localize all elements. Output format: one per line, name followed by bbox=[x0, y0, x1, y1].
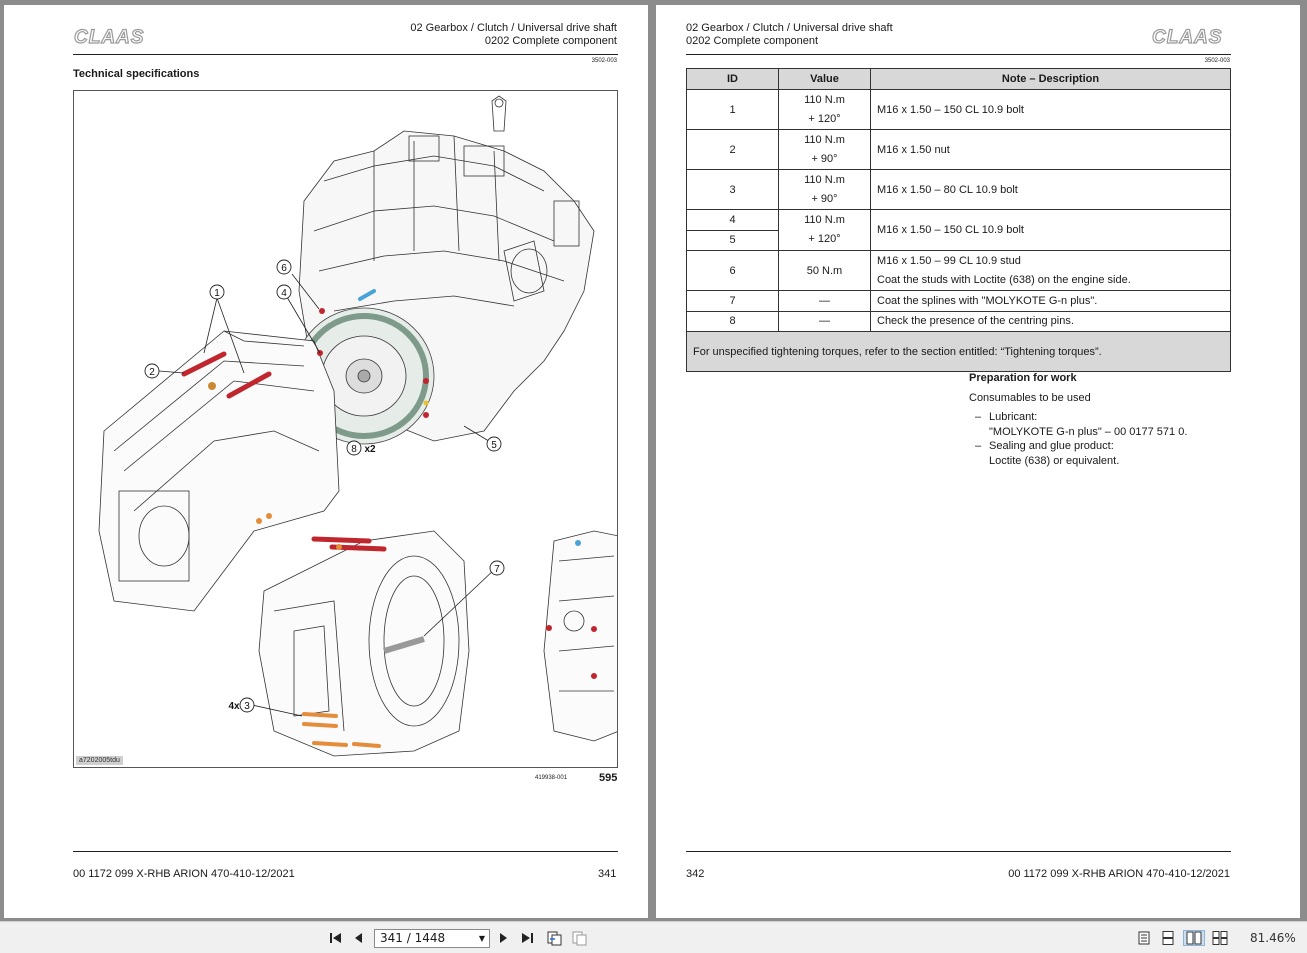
header-rule bbox=[686, 54, 1231, 55]
table-row: 4 110 N.m+ 120° M16 x 1.50 – 150 CL 10.9… bbox=[686, 209, 1231, 251]
continuous-facing-icon[interactable] bbox=[1211, 930, 1229, 946]
callout-4: 4 bbox=[276, 284, 292, 300]
footer-doc: 00 1172 099 X-RHB ARION 470-410-12/2021 bbox=[73, 868, 295, 880]
col-header-note: Note – Description bbox=[870, 68, 1231, 90]
last-page-icon[interactable] bbox=[518, 930, 536, 946]
chevron-down-icon[interactable]: ▼ bbox=[478, 934, 485, 943]
page-header: 02 Gearbox / Clutch / Universal drive sh… bbox=[410, 22, 617, 48]
right-page: 02 Gearbox / Clutch / Universal drive sh… bbox=[656, 5, 1300, 918]
svg-text:8: 8 bbox=[351, 444, 357, 455]
header-section: 0202 Complete component bbox=[484, 35, 617, 47]
list-item: – Lubricant: "MOLYKOTE G-n plus" – 00 01… bbox=[975, 411, 1188, 438]
figure-ref: 419938-001 bbox=[535, 775, 568, 781]
svg-text:5: 5 bbox=[491, 440, 497, 451]
prev-page-icon[interactable] bbox=[350, 930, 368, 946]
header-section: 0202 Complete component bbox=[686, 35, 819, 47]
go-forward-icon[interactable] bbox=[570, 930, 588, 946]
left-page: CLAAS 02 Gearbox / Clutch / Universal dr… bbox=[4, 5, 648, 918]
facing-icon[interactable] bbox=[1183, 930, 1205, 946]
footer-doc: 00 1172 099 X-RHB ARION 470-410-12/2021 bbox=[1008, 868, 1230, 880]
page-header: 02 Gearbox / Clutch / Universal drive sh… bbox=[686, 22, 893, 48]
table-row: 2 110 N.m+ 90° M16 x 1.50 nut bbox=[686, 129, 1231, 170]
svg-text:6: 6 bbox=[281, 263, 287, 274]
prep-subtitle: Consumables to be used bbox=[969, 391, 1091, 404]
footer-rule bbox=[73, 851, 618, 852]
svg-text:1: 1 bbox=[214, 288, 220, 299]
callout-8-multiplier: x2 bbox=[364, 444, 376, 455]
header-chapter: 02 Gearbox / Clutch / Universal drive sh… bbox=[410, 22, 617, 34]
col-header-id: ID bbox=[686, 68, 779, 90]
torque-spec-table: ID Value Note – Description 1 110 N.m+ 1… bbox=[686, 68, 1231, 372]
header-chapter: 02 Gearbox / Clutch / Universal drive sh… bbox=[686, 22, 893, 34]
preparation-section: Preparation for work Consumables to be u… bbox=[969, 371, 1187, 468]
table-footer-row: For unspecified tightening torques, refe… bbox=[686, 331, 1231, 372]
list-item: – Sealing and glue product: Loctite (638… bbox=[975, 440, 1120, 467]
svg-text:2: 2 bbox=[149, 367, 155, 378]
table-row: 8 — Check the presence of the centring p… bbox=[686, 310, 1231, 332]
claas-logo: CLAAS bbox=[73, 26, 145, 48]
figure-code: a7202005tdu bbox=[76, 756, 123, 765]
svg-text:3: 3 bbox=[244, 701, 250, 712]
prep-title: Preparation for work bbox=[969, 372, 1077, 384]
page-number-input[interactable]: 341 / 1448 ▼ bbox=[374, 929, 490, 948]
callout-2: 2 bbox=[144, 363, 160, 379]
exploded-view-figure: 1 2 3 4x 4 5 6 7 8 x2 a7202005tdu bbox=[73, 90, 618, 768]
go-back-icon[interactable] bbox=[545, 930, 563, 946]
callout-8: 8 bbox=[346, 440, 362, 456]
section-title: Technical specifications bbox=[73, 68, 200, 80]
table-row: 7 — Coat the splines with "MOLYKOTE G-n … bbox=[686, 290, 1231, 312]
doc-code: 3502-003 bbox=[1204, 58, 1230, 64]
svg-text:4: 4 bbox=[281, 288, 287, 299]
single-page-icon[interactable] bbox=[1135, 930, 1153, 946]
svg-text:7: 7 bbox=[494, 564, 500, 575]
header-rule bbox=[73, 54, 618, 55]
figure-page-number: 595 bbox=[599, 772, 618, 784]
callout-3: 3 bbox=[239, 697, 255, 713]
next-page-icon[interactable] bbox=[494, 930, 512, 946]
callout-5: 5 bbox=[486, 436, 502, 452]
callout-7: 7 bbox=[489, 560, 505, 576]
footer-page: 341 bbox=[598, 868, 617, 880]
claas-logo: CLAAS bbox=[1151, 26, 1223, 48]
continuous-icon[interactable] bbox=[1159, 930, 1177, 946]
drivetrain-drawing: 1 2 3 4x 4 5 6 7 8 x2 bbox=[98, 95, 617, 757]
doc-code: 3502-003 bbox=[591, 58, 617, 64]
table-row: 5 bbox=[686, 229, 1231, 251]
table-row: 1 110 N.m+ 120° M16 x 1.50 – 150 CL 10.9… bbox=[686, 89, 1231, 130]
footer-page: 342 bbox=[686, 868, 705, 880]
first-page-icon[interactable] bbox=[327, 930, 345, 946]
zoom-level[interactable]: 81.46% bbox=[1250, 931, 1296, 945]
callout-6: 6 bbox=[276, 259, 292, 275]
footer-rule bbox=[686, 851, 1231, 852]
callout-1: 1 bbox=[209, 284, 225, 300]
table-row: 3 110 N.m+ 90° M16 x 1.50 – 80 CL 10.9 b… bbox=[686, 169, 1231, 210]
viewer-toolbar: 341 / 1448 ▼ 81.46% bbox=[0, 921, 1307, 953]
col-header-value: Value bbox=[778, 68, 871, 90]
callout-3-multiplier: 4x bbox=[228, 701, 240, 712]
